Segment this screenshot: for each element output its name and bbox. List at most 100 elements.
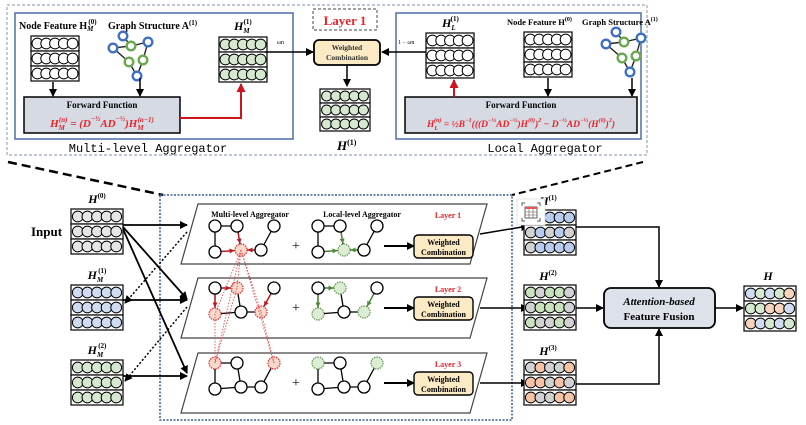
graph-node: [610, 26, 622, 38]
arrow-h1-to-fusion: [576, 226, 663, 288]
node-circle: [348, 118, 360, 130]
graph-node: [311, 307, 325, 321]
node-circle: [66, 37, 79, 50]
graph-node: [370, 356, 384, 370]
input-label-1: HM(1): [87, 267, 107, 284]
zoom-connector-left: [7, 160, 164, 197]
graph-node: [267, 219, 281, 233]
feature-matrix: [523, 31, 573, 78]
graph-node: [616, 52, 628, 64]
graph-node: [208, 382, 222, 396]
attention-fusion-line1: Attention-based: [622, 296, 695, 308]
layer-graph: [311, 356, 384, 396]
feature-matrix: [743, 285, 797, 332]
graph-structure-icon: [107, 30, 154, 82]
layer-3-label: Layer 3: [435, 360, 461, 369]
layer1-title: Layer 1: [324, 13, 367, 28]
layer-graph: [208, 356, 281, 396]
graph-node: [618, 36, 630, 48]
graph-node: [370, 281, 384, 295]
graph-node: [131, 70, 143, 82]
node-circle: [559, 63, 572, 76]
node-circle: [110, 361, 123, 374]
node-circle: [563, 211, 576, 224]
graph-node: [208, 281, 222, 295]
graph-node: [254, 243, 268, 257]
feature-matrix: [319, 88, 371, 132]
node-circle: [66, 52, 79, 65]
layer-2-label: Layer 2: [435, 285, 461, 294]
weighted-combination-box: [413, 296, 474, 321]
node-circle: [110, 391, 123, 404]
message-arrow: [324, 248, 338, 254]
weighted-combination-line2: Combination: [326, 53, 369, 62]
node-circle: [321, 90, 333, 102]
node-circle: [357, 90, 369, 102]
node-circle: [559, 33, 572, 46]
red-dotted-link: [240, 249, 262, 313]
plus-sign: +: [292, 301, 300, 316]
graph-node: [208, 219, 222, 233]
feature-matrix: [218, 36, 268, 83]
final-output-label: H: [762, 269, 773, 283]
node-circle: [330, 90, 342, 102]
arrow-h0-to-layer2: [122, 226, 188, 300]
node-circle: [348, 104, 360, 116]
layer1-output-matrix: [319, 88, 371, 132]
node-circle: [321, 118, 333, 130]
graph-node: [234, 305, 248, 319]
graph-node: [311, 382, 325, 396]
multi-level-output-matrix: [218, 36, 268, 83]
local-output-matrix: [425, 32, 475, 79]
layer-2-parallelogram: [180, 277, 488, 339]
graph-node: [123, 56, 135, 68]
graph-node: [333, 356, 347, 370]
input-label: Input: [31, 224, 63, 239]
red-dotted-link: [214, 249, 242, 315]
dotted-arrow-layer1-to-hm1: [124, 231, 188, 304]
graph-node: [337, 243, 351, 257]
node-circle: [563, 376, 576, 389]
layer-output-matrices: H(1)H(2)H(3): [523, 194, 577, 406]
weighted-combination-line1: Weighted: [427, 238, 460, 247]
node-circle: [110, 210, 123, 223]
plus-sign: +: [292, 376, 300, 391]
input-feature-matrices: H(0)HM(1)HM(2): [70, 192, 124, 406]
node-circle: [783, 317, 796, 330]
graph-node: [624, 66, 636, 78]
input-label-2: HM(2): [87, 342, 107, 359]
node-circle: [254, 68, 267, 81]
table-screenshot-icon[interactable]: [516, 198, 546, 226]
graph-node: [142, 36, 154, 48]
cross-layer-red-dotted-links: [214, 249, 275, 364]
node-circle: [110, 376, 123, 389]
node-feature-matrix: [30, 35, 80, 82]
weight-one-minus-omega-label: 1 − ωn: [398, 40, 414, 46]
weighted-combination-line2: Combination: [421, 248, 466, 257]
forward-function-formula: HM(n) = (D−½AD−½)HM(n−1): [49, 115, 154, 132]
local-aggregator-title: Local Aggregator: [487, 142, 602, 156]
node-circle: [330, 118, 342, 130]
multi-output-label: HM(1): [233, 18, 252, 35]
multi-level-aggregator-label: Multi-level Aggregator: [211, 210, 289, 219]
final-output-matrix: [743, 285, 797, 332]
feature-matrix: [70, 208, 124, 255]
local-output-label: HL(1): [441, 15, 459, 32]
local-forward-function-box: [404, 96, 638, 134]
graph-node: [357, 305, 371, 319]
red-dotted-link: [214, 287, 238, 364]
weighted-combination-line1: Weighted: [332, 43, 363, 52]
node-circle: [339, 118, 351, 130]
weighted-combination-line2: Combination: [421, 310, 466, 319]
feature-matrix: [523, 359, 577, 406]
node-circle: [357, 118, 369, 130]
red-arrow-forward-to-output: [180, 83, 246, 119]
node-circle: [110, 301, 123, 314]
graph-node: [600, 38, 612, 50]
weighted-combination-box: [413, 234, 474, 259]
graph-node: [267, 281, 281, 295]
forward-function-box: [23, 96, 181, 134]
node-circle: [357, 104, 369, 116]
graph-node: [230, 356, 244, 370]
node-circle: [339, 104, 351, 116]
